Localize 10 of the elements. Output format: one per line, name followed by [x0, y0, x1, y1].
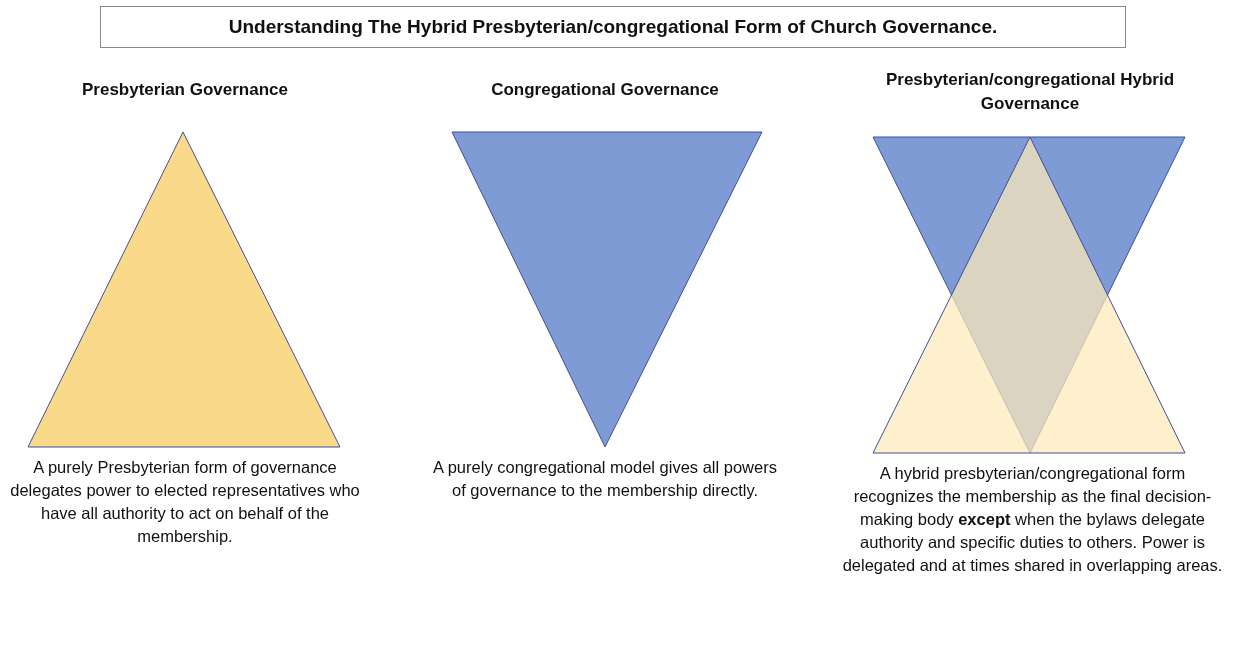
title-banner: Understanding The Hybrid Presbyterian/congregational Form of Church Governance.	[100, 6, 1126, 48]
inverted-triangle-shape	[451, 131, 763, 448]
description-text: A hybrid presbyterian/congregational form recognizes the membership as the final decision-making body except when the bylaws delegate authority and specific duties to others. Power is delegated and at times shared in overlapping areas.	[841, 463, 1224, 576]
overlapping-triangles-drawing	[872, 136, 1186, 454]
heading: Presbyterian/congregational Hybrid Governance	[884, 69, 1176, 115]
heading: Congregational Governance	[490, 79, 720, 101]
description-text: A purely congregational model gives all powers of governance to the membership directly.	[432, 457, 778, 501]
description-text: A purely Presbyterian form of governance delegates power to elected representatives who have all authority to act on behalf of the membership.	[10, 457, 360, 547]
heading: Presbyterian Governance	[81, 79, 289, 101]
triangle-shape	[27, 131, 341, 448]
